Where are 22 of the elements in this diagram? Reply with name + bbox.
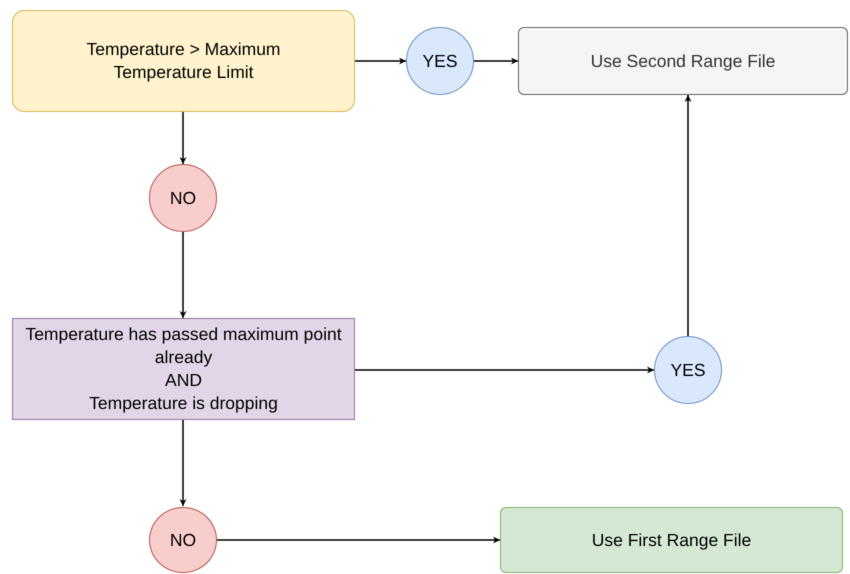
node-text: Use First Range File xyxy=(592,528,752,552)
node-text: Temperature has passed maximum point already xyxy=(24,323,343,369)
arrow xyxy=(684,95,692,336)
node-text: NO xyxy=(170,528,196,552)
node-text: NO xyxy=(170,186,196,210)
arrow xyxy=(355,58,406,64)
arrow xyxy=(180,112,186,164)
result-box xyxy=(518,27,848,95)
result-box xyxy=(500,507,843,573)
arrow xyxy=(180,420,186,506)
node-text: Use Second Range File xyxy=(590,50,776,72)
arrow xyxy=(217,536,500,544)
node-text: Temperature is dropping xyxy=(89,392,278,415)
node-text: Temperature > Maximum Temperature Limit xyxy=(85,38,282,84)
node-text: YES xyxy=(670,358,706,382)
arrow xyxy=(355,366,654,374)
decision-box xyxy=(12,10,355,112)
node-text: YES xyxy=(422,50,458,72)
arrow xyxy=(474,58,518,64)
arrow xyxy=(180,232,186,318)
decision-box xyxy=(12,318,355,420)
node-text: AND xyxy=(165,369,202,392)
